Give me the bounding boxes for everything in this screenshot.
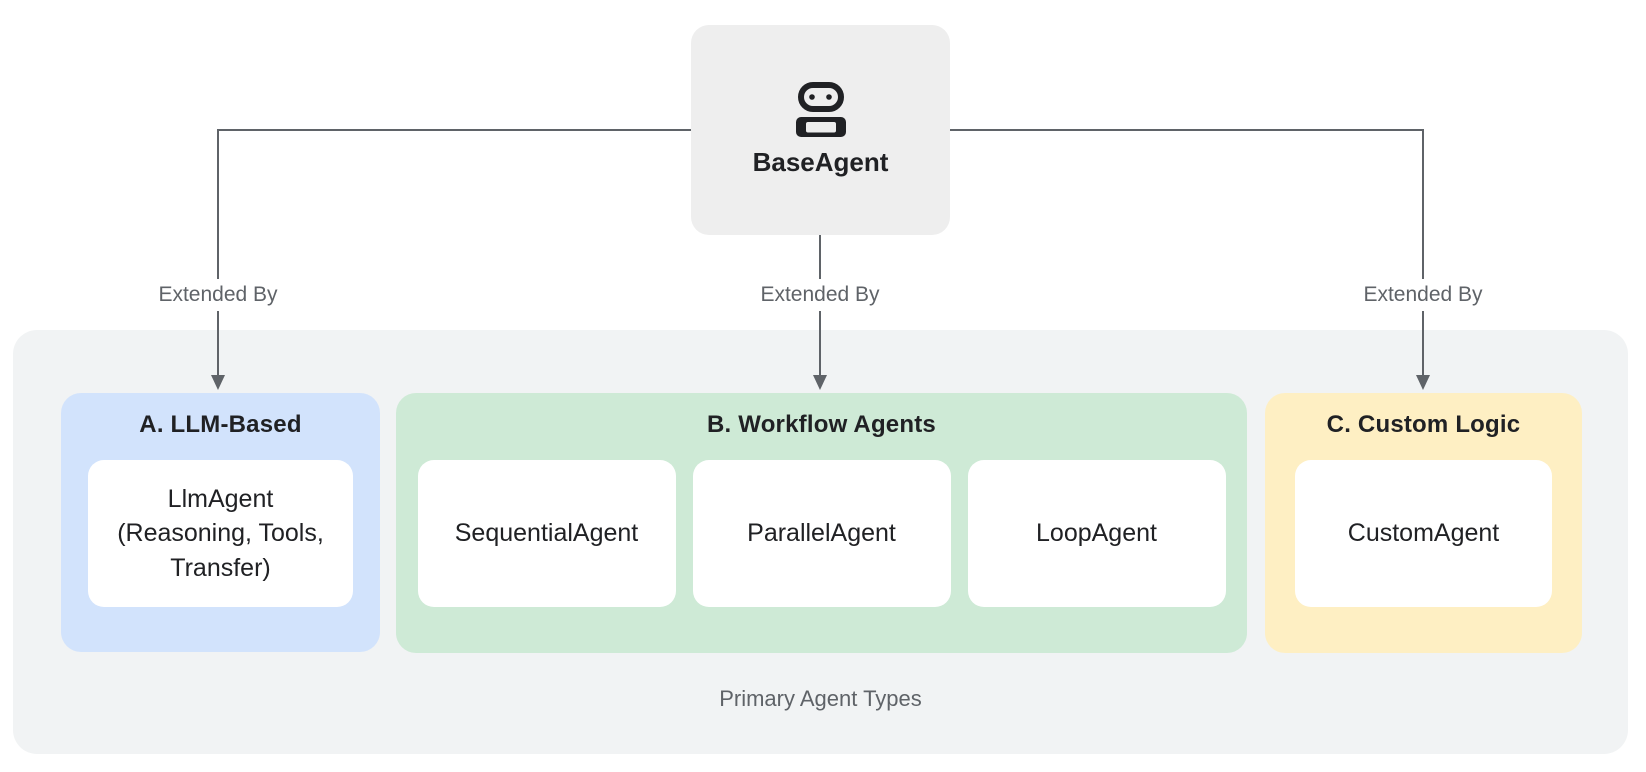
edge-label-extended-by-left: Extended By <box>148 279 288 311</box>
arrowhead-down-center-icon <box>813 375 827 390</box>
group-custom-logic: C. Custom Logic CustomAgent <box>1265 393 1582 653</box>
agent-card-customagent: CustomAgent <box>1295 460 1552 607</box>
group-workflow-agents: B. Workflow Agents SequentialAgent Paral… <box>396 393 1247 653</box>
connector-right-line <box>1422 129 1424 376</box>
edge-label-extended-by-right: Extended By <box>1353 279 1493 311</box>
group-custom-logic-cards: CustomAgent <box>1265 460 1582 607</box>
base-agent-node: BaseAgent <box>691 25 950 235</box>
edge-label-extended-by-center: Extended By <box>750 279 890 311</box>
group-llm-based: A. LLM-Based LlmAgent (Reasoning, Tools,… <box>61 393 380 652</box>
group-llm-based-title: A. LLM-Based <box>139 411 302 438</box>
arrowhead-down-right-icon <box>1416 375 1430 390</box>
agent-card-loopagent: LoopAgent <box>967 460 1226 607</box>
group-custom-logic-title: C. Custom Logic <box>1326 411 1521 438</box>
robot-icon <box>795 82 846 137</box>
connector-left-line <box>217 129 219 376</box>
base-agent-label: BaseAgent <box>752 147 889 177</box>
panel-caption: Primary Agent Types <box>719 686 922 711</box>
arrowhead-down-left-icon <box>211 375 225 390</box>
agent-card-parallelagent: ParallelAgent <box>692 460 951 607</box>
agent-card-sequentialagent: SequentialAgent <box>417 460 676 607</box>
agent-card-llmagent: LlmAgent (Reasoning, Tools, Transfer) <box>88 460 353 607</box>
group-workflow-agents-title: B. Workflow Agents <box>707 411 936 438</box>
group-workflow-agents-cards: SequentialAgent ParallelAgent LoopAgent <box>396 460 1247 607</box>
group-llm-based-cards: LlmAgent (Reasoning, Tools, Transfer) <box>61 460 380 607</box>
